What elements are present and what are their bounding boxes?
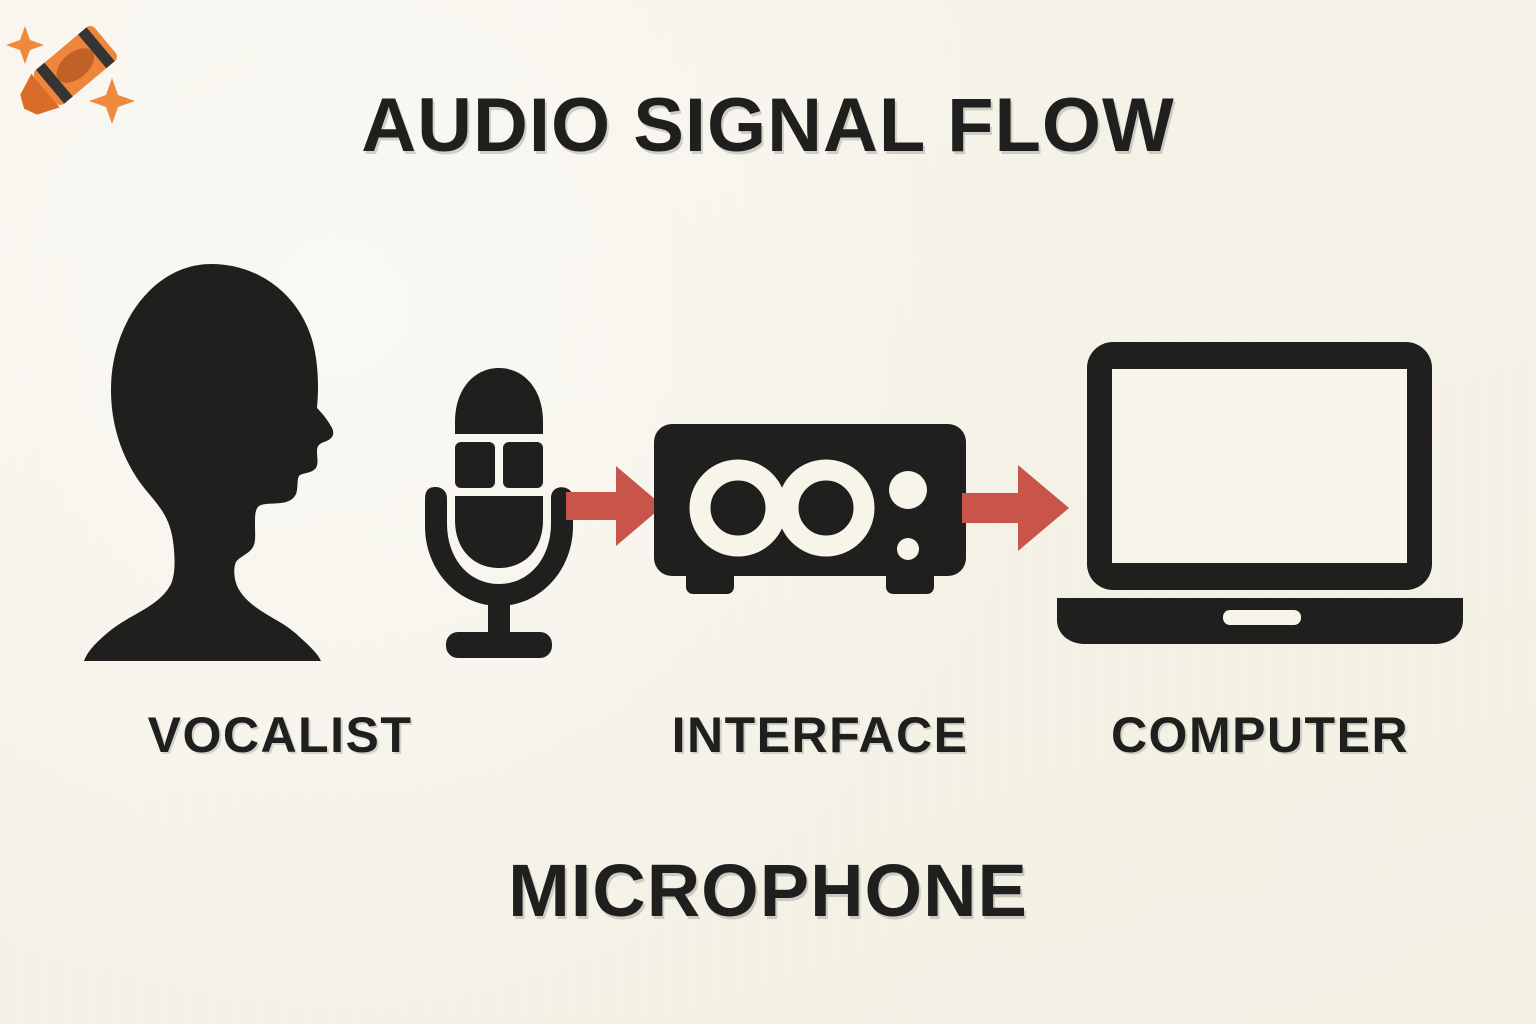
audio-interface-icon <box>650 420 970 600</box>
laptop-icon <box>1055 338 1465 648</box>
arrow-right-icon <box>566 462 664 550</box>
page-title: AUDIO SIGNAL FLOW <box>361 83 1175 168</box>
arrow-right-icon <box>962 462 1070 554</box>
stage-label-microphone: MICROPHONE <box>508 849 1028 932</box>
crayon-sparkle-logo-icon <box>0 0 140 140</box>
stage-label-computer: COMPUTER <box>1110 707 1410 763</box>
head-profile-silhouette-icon <box>78 262 348 662</box>
stage-label-interface: INTERFACE <box>671 707 969 763</box>
stage-label-vocalist: VOCALIST <box>147 707 413 763</box>
microphone-icon <box>424 360 574 662</box>
